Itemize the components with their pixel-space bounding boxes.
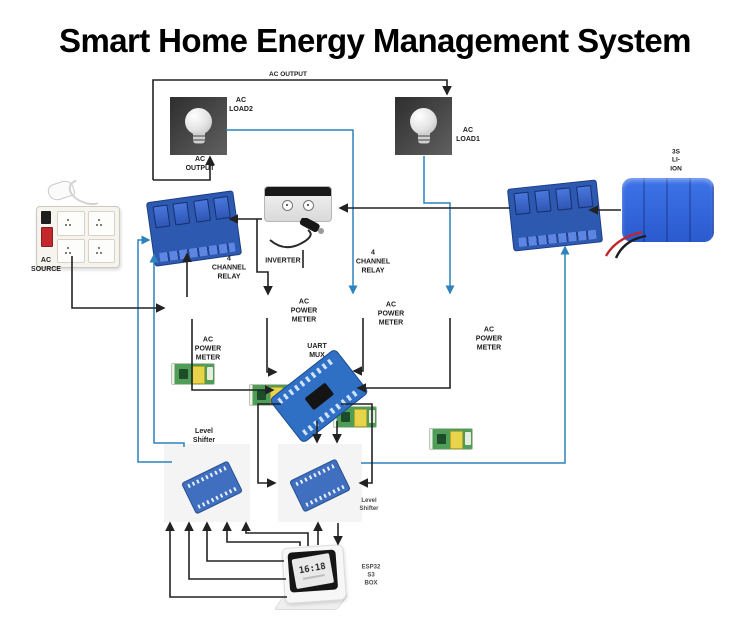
relay-board-2 xyxy=(506,179,604,252)
esp32-s3-box-image: 16:18 xyxy=(273,543,355,614)
meter-end xyxy=(369,410,375,423)
relay-cubes xyxy=(152,195,231,229)
inverter-body xyxy=(264,186,332,222)
wire-esp32-to-level-shifter-left xyxy=(202,521,284,562)
switch-red xyxy=(41,227,53,247)
label-ac-source: AC SOURCE xyxy=(31,256,61,273)
power-strip-sockets xyxy=(57,211,115,263)
ac-power-meter-4-image xyxy=(429,428,473,450)
inverter-sockets xyxy=(265,200,331,211)
mux-chip xyxy=(304,382,334,410)
socket xyxy=(87,211,115,236)
car-plug-cable xyxy=(269,218,324,249)
label-meter-3: AC POWER METER xyxy=(377,301,405,327)
ac-load1-bulb-image xyxy=(395,97,452,155)
power-strip-switches xyxy=(41,211,53,263)
wire-ac-load1-to-ac-power-meter-4 xyxy=(423,156,455,295)
bulb-cap xyxy=(192,133,205,144)
battery-image xyxy=(622,178,714,242)
label-battery: 3S LI- ION xyxy=(670,148,682,173)
relay-cube xyxy=(152,204,171,229)
relay-cube xyxy=(555,187,573,211)
relay-cube xyxy=(212,195,231,220)
meter-end xyxy=(207,367,213,380)
wire-esp32-to-level-shifter-left xyxy=(241,521,309,546)
page-title: Smart Home Energy Management System xyxy=(59,22,691,59)
switch-black xyxy=(41,211,51,224)
socket xyxy=(87,238,115,263)
ac-load2-bulb-image xyxy=(170,97,227,155)
socket xyxy=(282,200,293,211)
esp32-screen: 16:18 xyxy=(291,553,335,590)
label-relay-left: 4 CHANNEL RELAY xyxy=(211,255,247,281)
label-meter-1: AC POWER METER xyxy=(194,336,222,362)
inverter-top-band xyxy=(265,187,331,196)
wire-ac-power-meter-4-to-uart-mux xyxy=(356,318,451,393)
relay-cube xyxy=(576,185,594,209)
meter-end xyxy=(465,432,471,445)
wire-level-shifter-left-to-relay-1 xyxy=(137,235,172,463)
label-ac-load1: AC LOAD1 xyxy=(456,126,480,143)
label-ac-output-load2: AC OUTPUT xyxy=(185,155,215,172)
label-ac-output-top: AC OUTPUT xyxy=(267,70,309,80)
label-meter-2: AC POWER METER xyxy=(290,298,318,324)
esp32-screen-bezel: 16:18 xyxy=(287,549,339,593)
label-esp32: ESP32 S3 BOX xyxy=(361,564,381,586)
relay-terminals xyxy=(518,229,597,247)
battery-wires xyxy=(604,230,647,259)
inverter-image xyxy=(264,186,334,250)
label-uart-mux: UART MUX xyxy=(307,342,327,359)
ac-power-meter-1-image xyxy=(171,363,215,385)
wire-ac-power-meter-3-to-uart-mux xyxy=(352,318,364,376)
socket xyxy=(57,238,85,263)
label-inverter: INVERTER xyxy=(265,257,301,265)
label-level-shifter-right: Level Shifter xyxy=(359,498,379,512)
label-ac-load2: AC LOAD2 xyxy=(229,96,253,113)
socket xyxy=(57,211,85,236)
bulb-glass xyxy=(410,108,437,135)
socket xyxy=(303,200,314,211)
relay-cube xyxy=(192,198,211,223)
label-meter-4: AC POWER METER xyxy=(475,326,503,352)
bulb-cap xyxy=(417,133,430,144)
relay-cube xyxy=(534,189,552,213)
wire-esp32-to-level-shifter-left xyxy=(165,521,287,598)
wire-ac-power-meter-2-to-uart-mux xyxy=(266,318,278,377)
relay-cubes xyxy=(513,185,594,216)
bulb-glass xyxy=(185,108,212,135)
relay-cube xyxy=(172,201,191,226)
esp32-body: 16:18 xyxy=(281,543,347,605)
label-level-shifter-left: Level Shifter xyxy=(192,427,216,444)
uart-mux-image xyxy=(268,348,370,444)
wire-esp32-to-level-shifter-left xyxy=(184,521,286,580)
relay-cube xyxy=(513,191,531,216)
wire-level-shifter-left-to-relay-1 xyxy=(149,253,185,447)
wire-esp32-to-level-shifter-left xyxy=(222,521,301,546)
ac-plug-cable xyxy=(65,174,109,210)
label-relay-right: 4 CHANNEL RELAY xyxy=(355,249,391,275)
